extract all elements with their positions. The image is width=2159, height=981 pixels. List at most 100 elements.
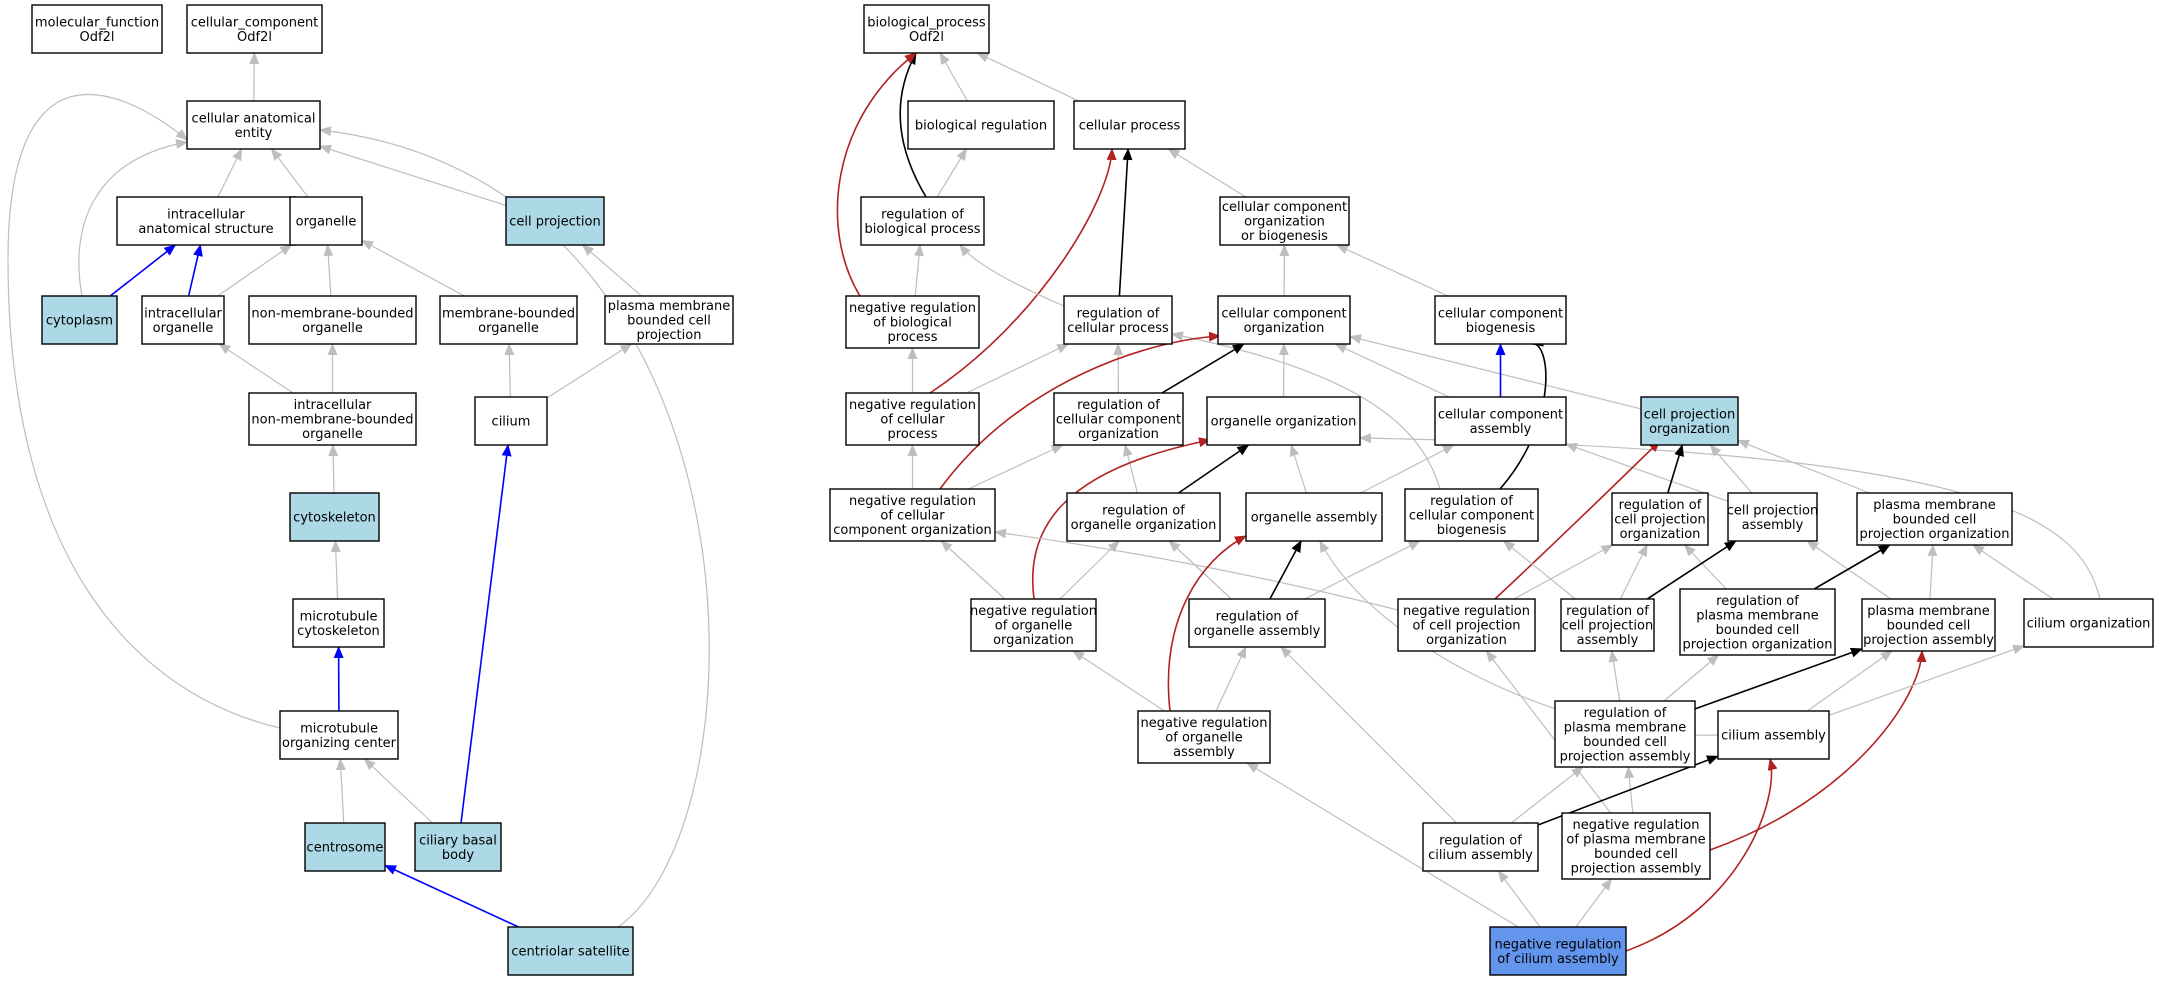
node-label-line: of cellular — [880, 509, 945, 524]
node-label-line: process — [888, 330, 938, 345]
node-cilium[interactable]: cilium — [474, 396, 548, 446]
node-label-line: organelle organization — [1211, 415, 1357, 430]
node-box — [289, 492, 380, 542]
edge-rbp-to-breg — [936, 148, 967, 198]
edge-nroo-to-roo — [1059, 540, 1120, 600]
edge-nrcpo-to-rcpo — [1513, 544, 1614, 600]
node-ca[interactable]: cilium assembly — [1717, 710, 1830, 760]
node-box — [1137, 710, 1271, 764]
edge-cbb-to-cilium — [460, 444, 512, 824]
node-label-line: bounded cell — [1716, 623, 1800, 638]
node-box — [1489, 926, 1627, 976]
edge-cae-to-cc — [249, 52, 260, 102]
edge-pmbcpa-to-pmbcpo — [1927, 544, 1938, 600]
edge-nrcp-to-rcp — [966, 343, 1070, 394]
node-cproc[interactable]: cellular process — [1073, 100, 1186, 150]
node-label-line: projection assembly — [1571, 861, 1702, 876]
node-label-line: process — [888, 427, 938, 442]
node-oa[interactable]: organelle assembly — [1245, 492, 1383, 542]
node-breg[interactable]: biological regulation — [907, 100, 1055, 150]
node-label-line: biological regulation — [915, 119, 1047, 134]
edge-cca-to-cco — [1334, 343, 1450, 398]
node-box — [860, 196, 985, 246]
node-label-line: cilium organization — [2027, 617, 2151, 632]
node-label-line: organization — [1078, 427, 1159, 442]
node-ciliorg[interactable]: cilium organization — [2023, 598, 2154, 648]
node-label-line: biogenesis — [1437, 523, 1507, 538]
node-box — [1679, 588, 1836, 656]
node-label-line: of organelle — [1165, 731, 1242, 746]
node-csat[interactable]: centriolar satellite — [507, 926, 634, 976]
edge-nrcp-to-cproc — [929, 148, 1117, 394]
node-org[interactable]: organelle — [289, 196, 363, 246]
node-label-line: anatomical structure — [138, 222, 273, 237]
node-label-line: organelle — [478, 321, 539, 336]
node-label-line: negative regulation — [1140, 716, 1267, 731]
node-box — [505, 196, 605, 246]
node-label-line: regulation of — [1566, 604, 1649, 619]
node-box — [829, 488, 996, 542]
edge-csat-to-cae — [319, 126, 710, 928]
node-label-line: cellular component — [1409, 509, 1534, 524]
node-label-line: assembly — [1470, 422, 1532, 437]
node-label-line: Odf2l — [80, 30, 115, 45]
edge-nrca-to-ca — [1625, 758, 1778, 952]
node-inmbo[interactable]: intracellularnon-membrane-boundedorganel… — [248, 392, 417, 446]
node-cytosk[interactable]: cytoskeleton — [289, 492, 380, 542]
node-centro[interactable]: centrosome — [304, 822, 386, 872]
node-label-line: molecular_function — [35, 15, 159, 30]
edge-rpmbcpa-to-pmbcpa — [1694, 647, 1863, 710]
node-cp[interactable]: cell projection — [505, 196, 605, 246]
node-label-line: regulation of — [1439, 833, 1522, 848]
node-oo[interactable]: organelle organization — [1206, 396, 1361, 446]
node-label-line: bounded cell — [1893, 513, 1977, 528]
edge-cytosk-to-inmbo — [328, 444, 339, 494]
node-box — [1434, 295, 1567, 345]
node-label-line: negative regulation — [970, 604, 1097, 619]
node-box — [1073, 100, 1186, 150]
edge-roa-to-oa — [1269, 540, 1302, 600]
edge-nroa-to-roa — [1215, 646, 1247, 712]
node-label-line: membrane-bounded — [442, 306, 575, 321]
node-cyto[interactable]: cytoplasm — [41, 295, 118, 345]
